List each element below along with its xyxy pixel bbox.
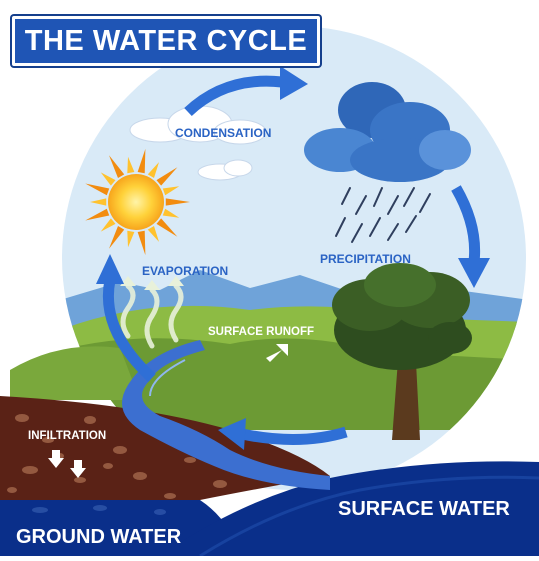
sun-ray (90, 198, 107, 206)
sun-ray (127, 156, 135, 174)
sun-ray (85, 208, 110, 221)
rain-cloud-icon (304, 82, 471, 243)
evaporation-arrows-icon (120, 283, 184, 349)
label-surface-water: SURFACE WATER (338, 498, 510, 520)
sun-ray (137, 148, 146, 174)
label-surface-runoff: SURFACE RUNOFF (208, 326, 315, 338)
surface-water (160, 461, 539, 556)
label-ground-water: GROUND WATER (16, 526, 182, 548)
ground-water (0, 500, 240, 556)
page-title: THE WATER CYCLE (24, 24, 308, 57)
title-banner: THE WATER CYCLE (12, 16, 320, 66)
sun-icon (85, 148, 190, 256)
label-infiltration: INFILTRATION (28, 430, 107, 442)
sun-ray (100, 172, 116, 186)
sun-ray (85, 183, 110, 196)
sun-ray (156, 218, 178, 237)
cycle-arrow-icon (102, 75, 481, 446)
sun-ray (147, 162, 159, 179)
runoff-arrow-icon (266, 344, 288, 362)
sun-ray (100, 218, 116, 232)
sun-ray (137, 230, 146, 256)
label-evaporation: EVAPORATION (142, 264, 229, 278)
sun-ray (147, 225, 159, 242)
label-condensation: CONDENSATION (175, 126, 272, 140)
sun-ray (165, 198, 190, 206)
cloud-small-icon (197, 159, 253, 181)
label-precipitation: PRECIPITATION (320, 252, 411, 266)
infiltration-arrows-icon (48, 450, 86, 478)
tree-icon (332, 263, 472, 440)
sun-ray (109, 155, 125, 179)
cloud-icon (129, 105, 267, 145)
sun-ray (109, 225, 125, 249)
river (122, 340, 330, 490)
sun-ray (162, 208, 180, 218)
sun-ray (127, 230, 135, 248)
sun-ray (162, 186, 180, 196)
sun-ray (156, 167, 178, 186)
